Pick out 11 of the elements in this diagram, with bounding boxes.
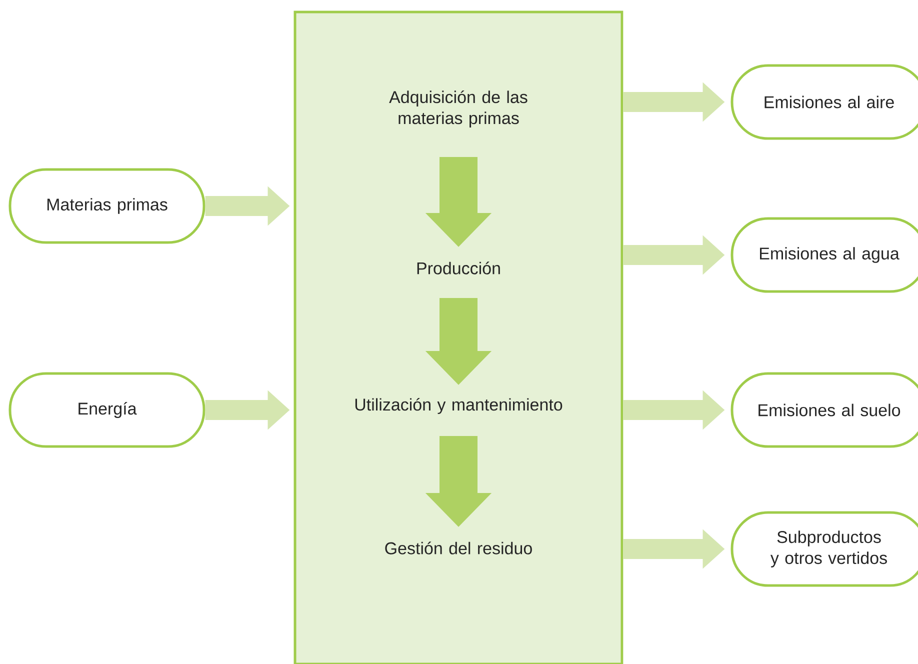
- stage-label: Gestión del residuo: [385, 542, 532, 554]
- rounded-box: Energía: [8, 372, 206, 448]
- stage-panel: [294, 10, 624, 664]
- rounded-box: Emisiones al agua: [730, 217, 918, 293]
- stage-label: Adquisición de las materias primas: [389, 90, 528, 128]
- rounded-box: Subproductos y otros vertidos: [730, 511, 918, 587]
- rounded-box: Emisiones al aire: [730, 64, 918, 140]
- rounded-box: Materias primas: [8, 168, 206, 244]
- rounded-box: Emisiones al suelo: [730, 372, 918, 448]
- stage-label: Producción: [417, 262, 500, 274]
- stage-label: Utilización y mantenimiento: [355, 398, 562, 414]
